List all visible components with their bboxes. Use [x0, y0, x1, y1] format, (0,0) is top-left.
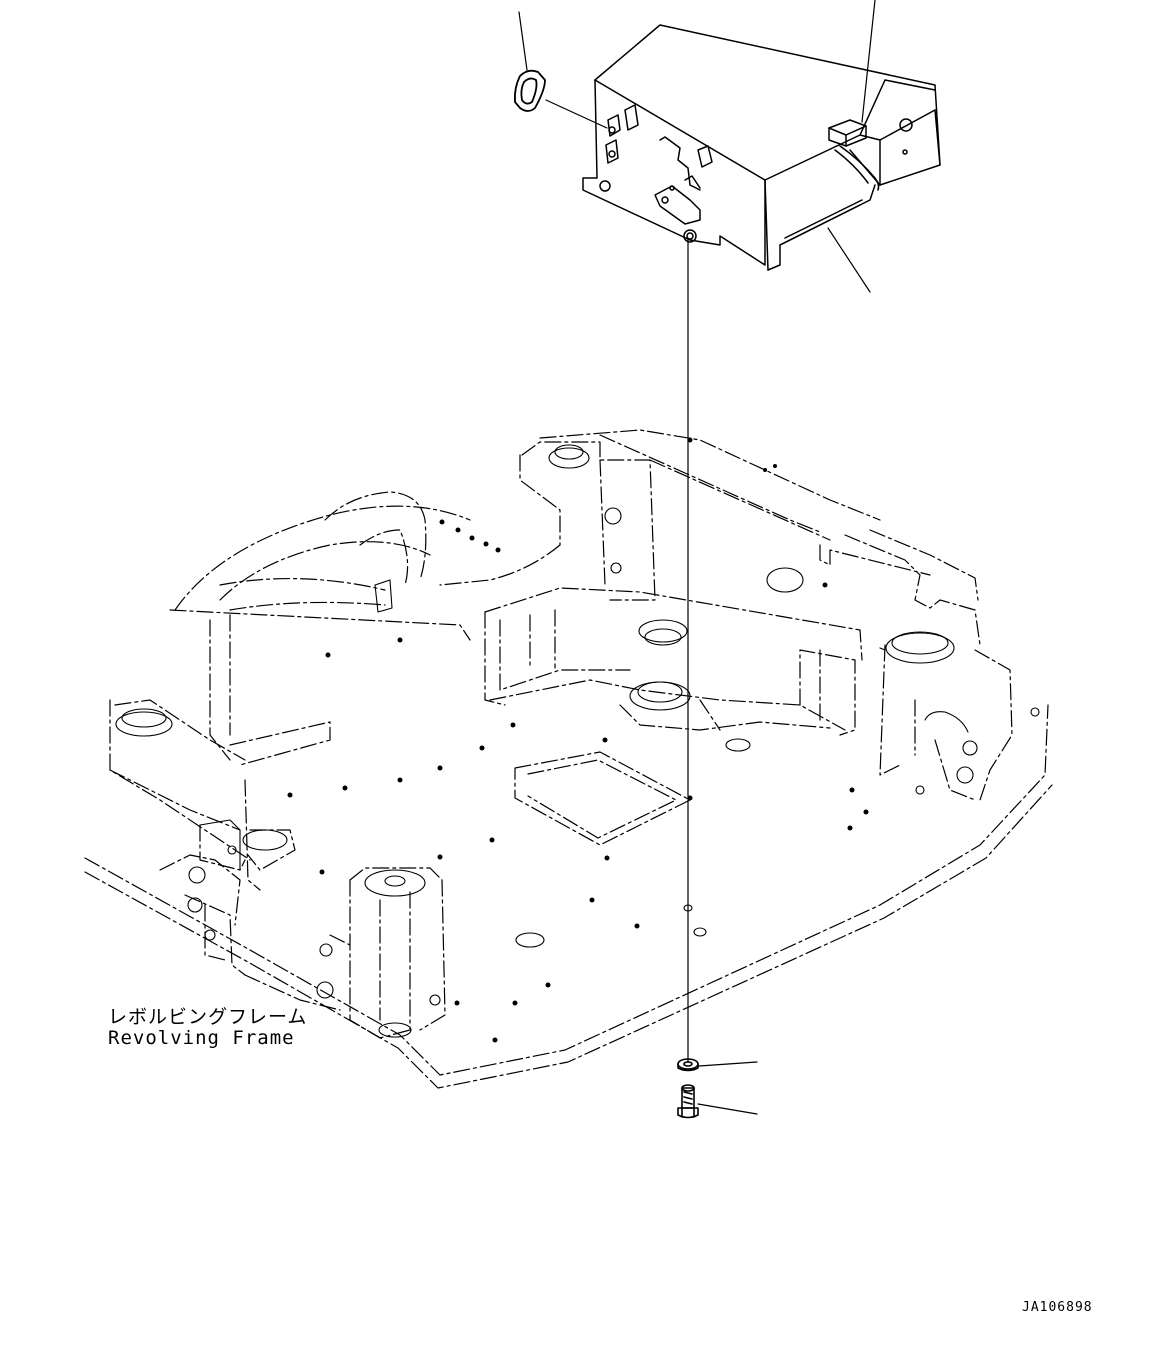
frame-label-english: Revolving Frame: [108, 1027, 295, 1049]
frame-holes: [115, 444, 1040, 1038]
leader-lines: [518, 0, 876, 1115]
drawing-code: JA106898: [1022, 1300, 1093, 1315]
frame-label-japanese: レボルビングフレーム: [108, 1006, 308, 1028]
electrical-box: [582, 24, 941, 271]
grommet-part: [513, 69, 546, 112]
frame-dots: [287, 437, 869, 1043]
bolt-part: [677, 1084, 699, 1119]
revolving-frame: [84, 429, 1053, 1089]
